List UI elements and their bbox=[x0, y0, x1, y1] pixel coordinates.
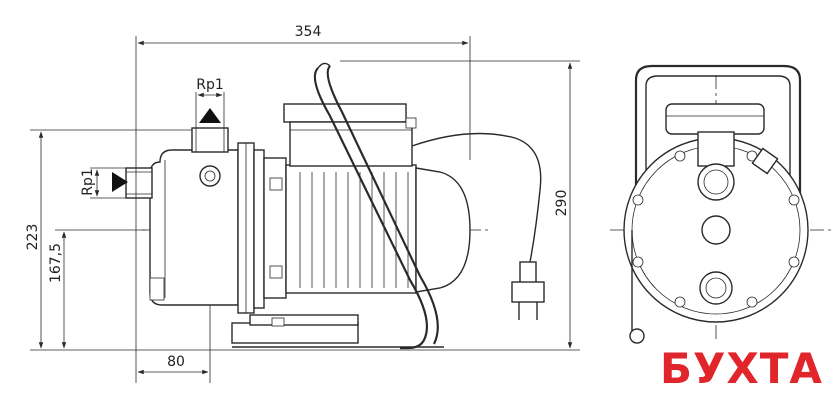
side-flow-arrow bbox=[112, 172, 128, 192]
flange-bolts bbox=[632, 150, 800, 308]
watermark-logo: БУХТА bbox=[658, 342, 825, 396]
dimension-inlet-offset-label: 80 bbox=[167, 354, 185, 370]
front-top-outlet bbox=[697, 163, 735, 201]
side-view: 354 290 223 167,5 80 Rp1 R bbox=[25, 24, 580, 383]
side-port bbox=[112, 167, 153, 199]
front-center-inlet bbox=[701, 215, 731, 245]
dimension-height-223-label: 223 bbox=[25, 224, 41, 251]
front-bottom-drain bbox=[699, 271, 733, 305]
watermark-text: БУХТА bbox=[660, 344, 823, 393]
top-flow-arrow bbox=[199, 108, 221, 123]
side-port-label: Rp1 bbox=[80, 168, 96, 196]
dimension-height-total: 290 bbox=[554, 62, 573, 349]
power-cable bbox=[411, 132, 545, 320]
top-port-dimension: Rp1 bbox=[196, 77, 224, 98]
dimension-inlet-offset: 80 bbox=[137, 354, 209, 375]
dimension-axis-height-label: 167,5 bbox=[48, 243, 64, 283]
dimension-height-total-label: 290 bbox=[554, 190, 570, 217]
cooling-fins bbox=[299, 172, 409, 288]
top-port-label: Rp1 bbox=[196, 77, 224, 93]
top-port bbox=[191, 108, 229, 153]
dimension-length: 354 bbox=[137, 24, 469, 46]
front-view bbox=[610, 64, 835, 344]
motor bbox=[263, 157, 471, 299]
pump-housing bbox=[149, 142, 265, 314]
dimension-height-223: 223 bbox=[25, 131, 44, 349]
side-port-dimension: Rp1 bbox=[80, 168, 100, 197]
base-plate bbox=[231, 314, 444, 348]
dimension-length-label: 354 bbox=[295, 24, 322, 40]
dimension-axis-height: 167,5 bbox=[48, 231, 67, 349]
